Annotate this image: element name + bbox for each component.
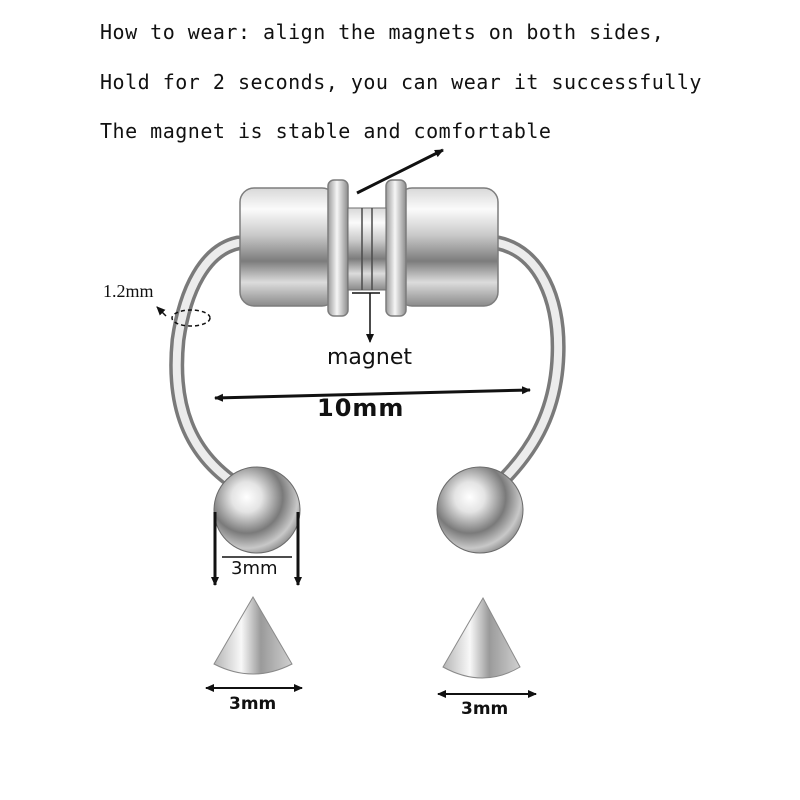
instruction-line-3: The magnet is stable and comfortable [100, 119, 552, 143]
ball-end-left [213, 466, 301, 554]
spike-right [442, 596, 521, 679]
width-label: 10mm [317, 394, 405, 422]
ball-dimension-marks [211, 512, 302, 586]
magnet-pointer-arrow [356, 148, 444, 195]
gauge-indicator [156, 306, 211, 327]
spike-left [213, 596, 293, 675]
spike-right-size-label: 3mm [461, 699, 509, 719]
horseshoe-wire [169, 235, 566, 498]
instruction-line-2: Hold for 2 seconds, you can wear it succ… [100, 70, 702, 94]
gauge-label: 1.2mm [103, 281, 154, 301]
magnet-label: magnet [327, 345, 412, 370]
magnet-label-pointer [352, 292, 380, 343]
ball-end-right [436, 466, 524, 554]
ball-size-label: 3mm [231, 558, 278, 579]
width-dimension-arrow [214, 386, 531, 402]
magnet-clasp [239, 179, 499, 317]
instruction-line-1: How to wear: align the magnets on both s… [100, 20, 665, 44]
spike-left-size-label: 3mm [229, 694, 277, 714]
